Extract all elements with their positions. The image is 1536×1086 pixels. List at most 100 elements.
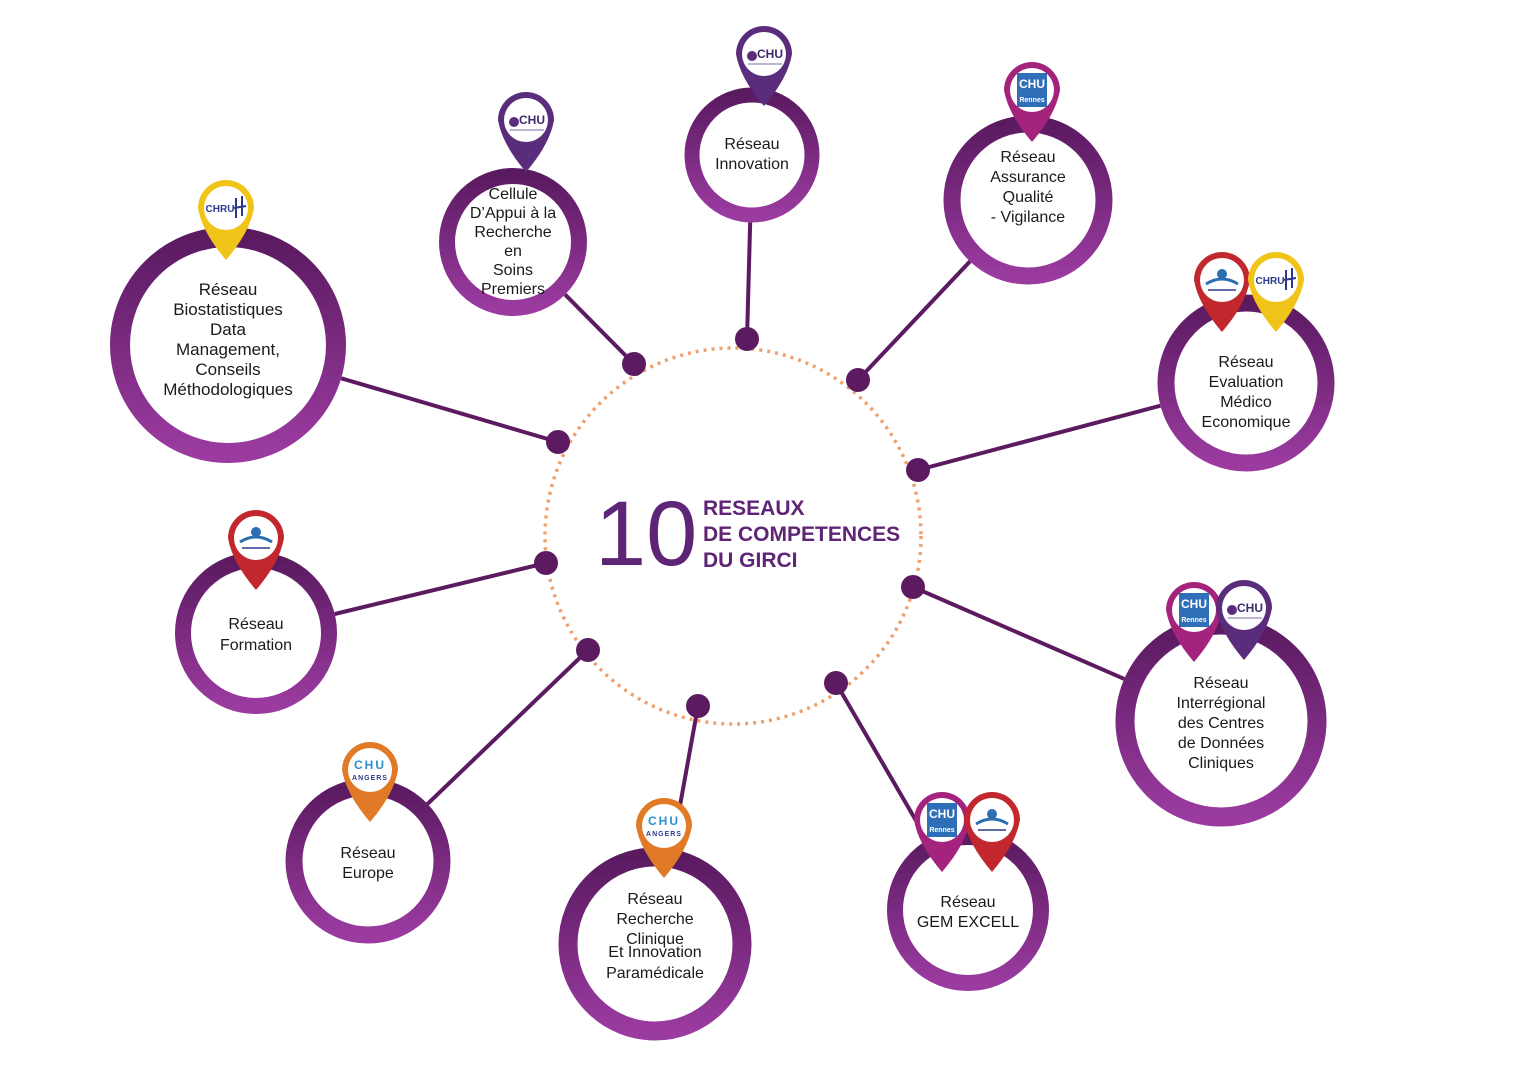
- node-label-line: D’Appui à la: [470, 205, 556, 222]
- pin-face: [1222, 586, 1266, 630]
- node-label-line: Premiers: [481, 281, 545, 298]
- node-biostat[interactable]: RéseauBiostatistiquesDataManagement,Cons…: [110, 180, 346, 463]
- connector-dots: [534, 327, 930, 718]
- node-label-line: Réseau: [1000, 149, 1055, 166]
- nantes-figure-icon: [251, 527, 261, 537]
- rennes-badge-icon: [1179, 593, 1209, 627]
- chu-logo-text: CHU: [519, 113, 545, 127]
- node-ring: [1157, 294, 1335, 472]
- center-title-line-2: DE COMPETENCES: [703, 523, 900, 546]
- connector-line-gem: [834, 681, 930, 841]
- angers-logo-text: ANGERS: [352, 775, 388, 782]
- node-label-line: Médico: [1220, 394, 1272, 411]
- center-title: 10 RESEAUX DE COMPETENCES DU GIRCI: [595, 483, 900, 585]
- network-nodes: RéseauBiostatistiquesDataManagement,Cons…: [110, 26, 1335, 1041]
- node-label-line: Qualité: [1003, 189, 1054, 206]
- chu-emblem-icon: [509, 117, 519, 127]
- connector-dot-gem: [824, 671, 848, 695]
- chu-pin-icon: CHU: [498, 92, 554, 172]
- pin-face: [742, 32, 786, 76]
- chu-emblem-icon: [747, 51, 757, 61]
- chru-pin-icon: CHRU: [1248, 252, 1304, 332]
- center-title-line-3: DU GIRCI: [703, 549, 798, 572]
- connector-dot-qualite: [846, 368, 870, 392]
- pin-face: [348, 748, 392, 792]
- connector-dot-cellule: [622, 352, 646, 376]
- node-ring: [887, 829, 1049, 991]
- node-label-line: Réseau: [1193, 675, 1248, 692]
- nantes-figure-icon: [1217, 269, 1227, 279]
- node-label-line: Biostatistiques: [173, 300, 283, 319]
- node-label-line: Evaluation: [1209, 374, 1284, 391]
- node-label-line: Europe: [342, 865, 394, 882]
- center-number: 10: [595, 483, 697, 585]
- rennes-logo-text: Rennes: [1019, 97, 1044, 104]
- nantes-wave-icon: [1205, 277, 1239, 286]
- chu-rennes-logo-text: CHU: [929, 807, 955, 821]
- node-label-line: Formation: [220, 637, 292, 654]
- chu-logo-text: CHU: [1237, 601, 1263, 615]
- chu-nantes-pin-icon: [964, 792, 1020, 872]
- chru-logo-text: CHRU: [206, 204, 235, 215]
- chu-rennes-pin-icon: CHU Rennes: [1166, 582, 1222, 662]
- chu-rennes-logo-text: CHU: [1019, 77, 1045, 91]
- connector-line-europe: [426, 648, 590, 806]
- node-label-line: Innovation: [715, 156, 789, 173]
- node-label-line: Réseau: [940, 894, 995, 911]
- node-label-line: des Centres: [1178, 715, 1264, 732]
- chu-angers-logo-text: CHU: [648, 814, 680, 828]
- connector-line-innovation: [745, 222, 753, 340]
- node-label-line: Management,: [176, 340, 280, 359]
- node-label-line: GEM EXCELL: [917, 914, 1019, 931]
- connector-dot-biostat: [546, 430, 570, 454]
- center-dashed-ring: [543, 346, 923, 726]
- connector-dot-innovation: [735, 327, 759, 351]
- chu-logo-text: CHU: [757, 47, 783, 61]
- chru-logo-text: CHRU: [1256, 276, 1285, 287]
- node-label-line: Réseau: [627, 891, 682, 908]
- node-label-line: Méthodologiques: [163, 380, 292, 399]
- node-label-line: Cliniques: [1188, 755, 1254, 772]
- node-label-line: en: [504, 243, 522, 260]
- rennes-badge-icon: [927, 803, 957, 837]
- chu-emblem-icon: [1227, 605, 1237, 615]
- pin-face: [642, 804, 686, 848]
- chu-rennes-logo-text: CHU: [1181, 597, 1207, 611]
- node-label-line: Recherche: [474, 224, 551, 241]
- node-label-line: Data: [210, 320, 246, 339]
- node-label-line: Et Innovation: [608, 944, 701, 961]
- connector-line-interregional: [912, 585, 1126, 681]
- chru-emblem-icon: [1283, 268, 1297, 290]
- pin-face: [504, 98, 548, 142]
- node-label-line: Réseau: [724, 136, 779, 153]
- chu-nantes-pin-icon: [228, 510, 284, 590]
- rennes-logo-text: Rennes: [1181, 617, 1206, 624]
- chu-rennes-pin-icon: CHU Rennes: [1004, 62, 1060, 142]
- connector-dot-europe: [576, 638, 600, 662]
- node-label-line: Réseau: [228, 616, 283, 633]
- node-label-line: Cellule: [489, 186, 538, 203]
- chu-angers-logo-text: CHU: [354, 758, 386, 772]
- chu-pin-icon: CHU: [1216, 580, 1272, 660]
- connector-dot-eval: [906, 458, 930, 482]
- chu-nantes-pin-icon: [1194, 252, 1250, 332]
- node-label-line: Interrégional: [1177, 695, 1266, 712]
- nantes-wave-icon: [239, 535, 273, 544]
- node-label-line: Assurance: [990, 169, 1066, 186]
- connector-line-biostat: [340, 376, 559, 444]
- connector-line-eval: [917, 403, 1161, 472]
- connector-line-qualite: [856, 260, 972, 382]
- chu-angers-pin-icon: CHU ANGERS: [342, 742, 398, 822]
